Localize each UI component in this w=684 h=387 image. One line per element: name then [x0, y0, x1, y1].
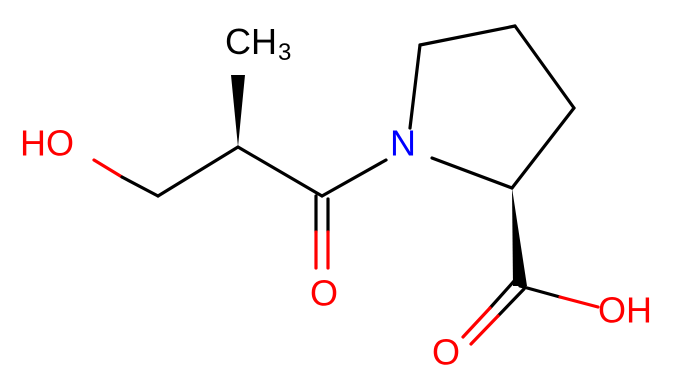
bond-acid-double-a	[488, 278, 517, 310]
atom-ho: HO	[20, 123, 74, 164]
wedge-bond-methyl	[231, 75, 245, 147]
bond-ring-right	[513, 24, 576, 110]
wedges	[231, 75, 527, 286]
bond-ring-top	[418, 24, 517, 47]
atom-ch3: CH3	[225, 21, 291, 67]
bond-o-ch2	[120, 175, 160, 198]
bond-acid-double-b	[496, 287, 526, 318]
bond-acid-double-b-red	[469, 314, 500, 346]
bond-cooh-c-oh	[518, 284, 562, 299]
bond-o-ch2-red	[92, 158, 124, 179]
wedge-bond-carboxyl	[512, 188, 527, 286]
bond-ch2-ch	[156, 145, 240, 198]
atom-n: N	[390, 123, 416, 164]
bond-n-ch2	[408, 43, 422, 130]
bond-cooh-c-oh-red	[558, 295, 600, 309]
bond-ring-lower-right	[510, 106, 576, 190]
atom-o-acid: O	[432, 332, 460, 373]
bond-ch-carbonyl	[236, 145, 324, 198]
atom-oh-acid: OH	[598, 290, 652, 331]
bond-acid-double-a-red	[461, 306, 492, 339]
bond-ring-n-ca	[430, 156, 514, 190]
bonds	[92, 24, 600, 346]
atom-labels: CH3 HO N O OH O	[20, 21, 652, 373]
bond-carbonyl-n	[320, 158, 388, 198]
atom-o-amide: O	[310, 273, 338, 314]
